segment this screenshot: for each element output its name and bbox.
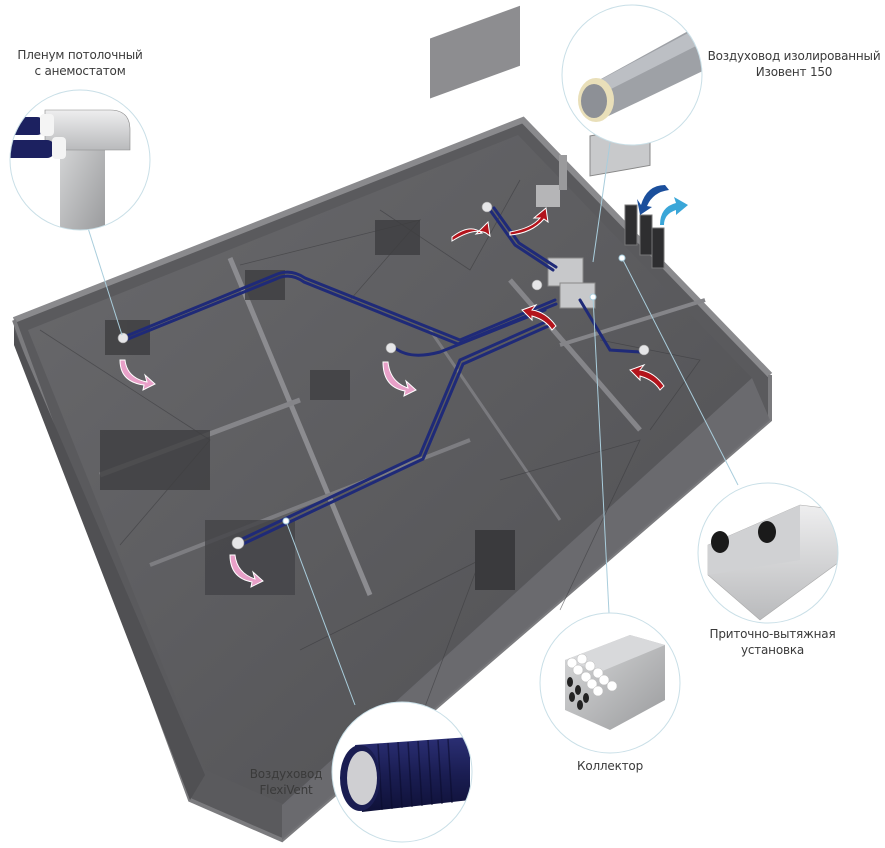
callout-line-plenum [87,227,123,336]
diffuser [638,344,650,356]
label-line: установка [740,643,805,657]
label-collector: Коллектор [565,758,655,774]
callout-line-insulated-duct [592,142,611,263]
label-line: Приточно-вытяжная [709,627,836,641]
label-flexivent: Воздуховод FlexiVent [240,766,332,798]
supply-arrow-icon [119,359,156,391]
label-line: Изовент 150 [755,65,833,79]
callout-lines [87,142,739,706]
extract-arrow-icon [629,363,665,391]
duct-network [122,206,642,546]
label-line: Воздуховод изолированный [707,49,881,63]
label-line: Воздуховод [249,767,323,781]
entrance-door [475,530,515,590]
flexivent-duct-icon [331,701,473,843]
extract-arrow-icon [451,220,491,242]
air-handling-unit-icon [697,482,839,624]
diffusers [117,201,650,550]
supply-arrow-icon [229,554,264,588]
bed-2 [205,520,295,595]
label-ahu: Приточно-вытяжная установка [700,626,845,658]
callout-line-collector [592,296,610,614]
diffuser [531,279,543,291]
label-plenum: Пленум потолочный с анемостатом [0,47,160,79]
extract-arrow-icon [521,303,557,331]
callout-line-flexivent [285,520,356,706]
chair [310,370,350,400]
diffuser [481,201,493,213]
kitchen-cabinets [430,5,520,99]
diffuser [385,342,397,354]
collector-2 [559,282,596,309]
supply-arrow-icon [382,361,417,397]
label-line: FlexiVent [259,783,313,797]
bed [100,430,210,490]
collector-1 [547,257,584,287]
label-line: с анемостатом [34,64,126,78]
label-line: Коллектор [577,759,643,773]
collector-box-icon [539,612,681,754]
diffuser [231,536,245,550]
intake-arrow-icon [637,185,669,215]
diffuser [117,332,129,344]
label-insulated-duct: Воздуховод изолированный Изовент 150 [703,48,885,80]
callout-line-ahu [621,257,739,486]
label-line: Пленум потолочный [17,48,143,62]
plenum-diffuser-icon [9,89,151,231]
airflow-arrows [119,185,688,588]
extract-arrow-icon [509,207,549,236]
insulated-duct-icon [561,4,703,146]
exhaust-arrow-icon [660,197,688,225]
